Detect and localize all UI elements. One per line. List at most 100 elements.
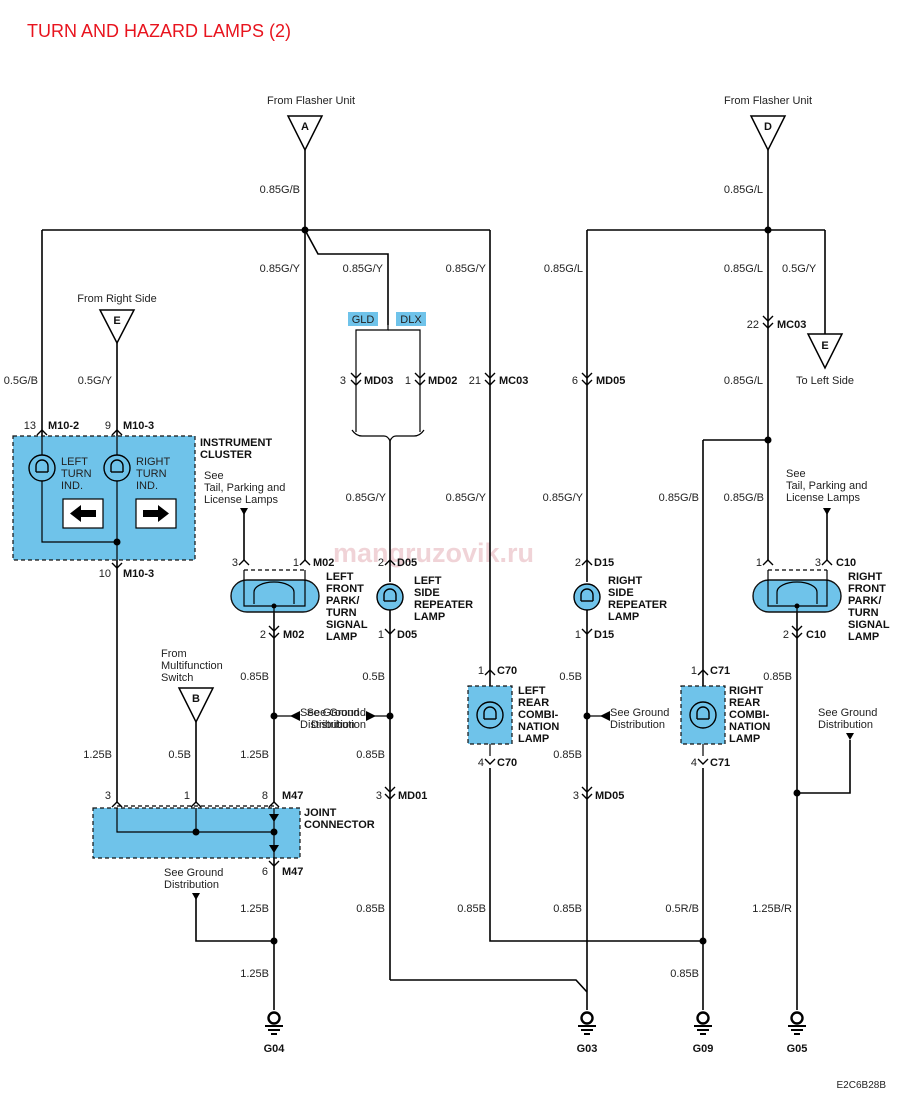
svg-text:D05: D05 xyxy=(397,557,417,569)
svg-text:1: 1 xyxy=(575,629,581,641)
svg-text:C10: C10 xyxy=(836,557,856,569)
svg-text:2: 2 xyxy=(783,629,789,641)
svg-text:0.85B: 0.85B xyxy=(553,749,582,761)
svg-text:RIGHT: RIGHT xyxy=(729,685,764,697)
svg-text:0.5G/Y: 0.5G/Y xyxy=(78,375,113,387)
ground-g05: G05 xyxy=(787,1011,807,1055)
svg-text:From Right Side: From Right Side xyxy=(77,293,156,305)
ground-g09: G09 xyxy=(693,1011,714,1055)
left-side-repeater-lamp: LEFT SIDE REPEATER LAMP xyxy=(376,575,473,623)
svg-text:LAMP: LAMP xyxy=(729,733,760,745)
left-rear-combination-lamp: LEFT REAR COMBI- NATION LAMP xyxy=(467,685,559,756)
svg-text:C70: C70 xyxy=(497,665,517,677)
svg-text:RIGHT: RIGHT xyxy=(136,456,171,468)
connectors: 3 MD03 1 MD02 21 MC03 6 MD05 22 MC03 13 … xyxy=(24,315,856,878)
svg-text:0.85G/B: 0.85G/B xyxy=(260,184,300,196)
svg-text:21: 21 xyxy=(469,375,481,387)
svg-text:6: 6 xyxy=(572,375,578,387)
svg-text:3: 3 xyxy=(232,557,238,569)
svg-text:0.5G/B: 0.5G/B xyxy=(4,375,38,387)
ground-g03: G03 xyxy=(577,1011,598,1055)
svg-text:From Flasher Unit: From Flasher Unit xyxy=(267,95,355,107)
left-arrow-icon xyxy=(62,498,104,529)
svg-text:G03: G03 xyxy=(577,1043,598,1055)
svg-text:D15: D15 xyxy=(594,629,614,641)
svg-text:1: 1 xyxy=(756,557,762,569)
svg-text:IND.: IND. xyxy=(61,480,83,492)
svg-text:0.85G/Y: 0.85G/Y xyxy=(543,492,584,504)
grounds: G04 G03 G09 G05 xyxy=(264,1011,807,1055)
svg-text:0.85B: 0.85B xyxy=(670,968,699,980)
svg-text:M02: M02 xyxy=(313,557,334,569)
svg-text:0.85B: 0.85B xyxy=(763,671,792,683)
variant-flags: GLD DLX xyxy=(348,312,426,326)
svg-text:Multifunction: Multifunction xyxy=(161,660,223,672)
svg-text:1.25B: 1.25B xyxy=(240,749,269,761)
svg-text:REPEATER: REPEATER xyxy=(608,599,667,611)
source-multifunction-b: From Multifunction Switch B xyxy=(161,648,223,724)
svg-text:1.25B/R: 1.25B/R xyxy=(752,903,792,915)
svg-text:0.85B: 0.85B xyxy=(356,749,385,761)
svg-text:0.85G/Y: 0.85G/Y xyxy=(346,492,387,504)
svg-text:6: 6 xyxy=(262,866,268,878)
svg-text:0.85G/B: 0.85G/B xyxy=(659,492,699,504)
right-arrow-icon xyxy=(135,498,177,529)
svg-text:TURN: TURN xyxy=(326,607,357,619)
svg-text:RIGHT: RIGHT xyxy=(848,571,883,583)
svg-text:LAMP: LAMP xyxy=(414,611,445,623)
svg-text:LAMP: LAMP xyxy=(848,631,879,643)
svg-text:10: 10 xyxy=(99,568,111,580)
svg-text:LAMP: LAMP xyxy=(326,631,357,643)
svg-text:8: 8 xyxy=(262,790,268,802)
svg-text:MD01: MD01 xyxy=(398,790,427,802)
svg-text:INSTRUMENT: INSTRUMENT xyxy=(200,437,272,449)
svg-text:0.85G/L: 0.85G/L xyxy=(724,263,763,275)
svg-text:M10-3: M10-3 xyxy=(123,568,154,580)
svg-text:1.25B: 1.25B xyxy=(240,968,269,980)
svg-text:4: 4 xyxy=(478,757,484,769)
svg-text:See Ground: See Ground xyxy=(818,707,877,719)
svg-text:MD05: MD05 xyxy=(595,790,624,802)
instrument-cluster: LEFT TURN IND. RIGHT TURN IND. INSTRUMEN… xyxy=(12,435,272,561)
svg-text:PARK/: PARK/ xyxy=(326,595,359,607)
svg-text:MC03: MC03 xyxy=(499,375,528,387)
svg-text:Distribution: Distribution xyxy=(300,719,355,731)
svg-text:TURN: TURN xyxy=(848,607,879,619)
joint-connector: JOINT CONNECTOR xyxy=(92,805,375,859)
svg-text:SIGNAL: SIGNAL xyxy=(848,619,890,631)
svg-text:2: 2 xyxy=(260,629,266,641)
svg-text:CONNECTOR: CONNECTOR xyxy=(304,819,375,831)
svg-text:D15: D15 xyxy=(594,557,614,569)
svg-text:0.85G/Y: 0.85G/Y xyxy=(343,263,384,275)
svg-text:License Lamps: License Lamps xyxy=(204,494,278,506)
svg-text:C10: C10 xyxy=(806,629,826,641)
svg-text:NATION: NATION xyxy=(729,721,770,733)
ground-g04: G04 xyxy=(264,1011,285,1055)
svg-text:See Ground: See Ground xyxy=(164,867,223,879)
svg-text:1.25B: 1.25B xyxy=(240,903,269,915)
svg-text:See Ground: See Ground xyxy=(307,707,366,719)
svg-text:FRONT: FRONT xyxy=(326,583,364,595)
svg-text:0.5B: 0.5B xyxy=(362,671,385,683)
svg-text:B: B xyxy=(192,693,200,705)
svg-text:1: 1 xyxy=(405,375,411,387)
svg-text:LEFT: LEFT xyxy=(414,575,442,587)
svg-text:E: E xyxy=(113,315,120,327)
svg-text:License Lamps: License Lamps xyxy=(786,492,860,504)
left-turn-indicator-bulb xyxy=(28,454,56,482)
svg-text:13: 13 xyxy=(24,420,36,432)
svg-text:0.85G/L: 0.85G/L xyxy=(544,263,583,275)
svg-text:0.85G/Y: 0.85G/Y xyxy=(446,492,487,504)
svg-text:M47: M47 xyxy=(282,790,303,802)
svg-text:3: 3 xyxy=(573,790,579,802)
svg-text:COMBI-: COMBI- xyxy=(518,709,559,721)
svg-text:GLD: GLD xyxy=(352,314,375,326)
svg-text:LEFT: LEFT xyxy=(61,456,88,468)
svg-text:From: From xyxy=(161,648,187,660)
svg-text:1: 1 xyxy=(378,629,384,641)
svg-text:Tail, Parking and: Tail, Parking and xyxy=(786,480,867,492)
page-title: TURN AND HAZARD LAMPS (2) xyxy=(27,21,291,41)
svg-text:RIGHT: RIGHT xyxy=(608,575,643,587)
svg-text:G09: G09 xyxy=(693,1043,714,1055)
svg-text:D: D xyxy=(764,121,772,133)
